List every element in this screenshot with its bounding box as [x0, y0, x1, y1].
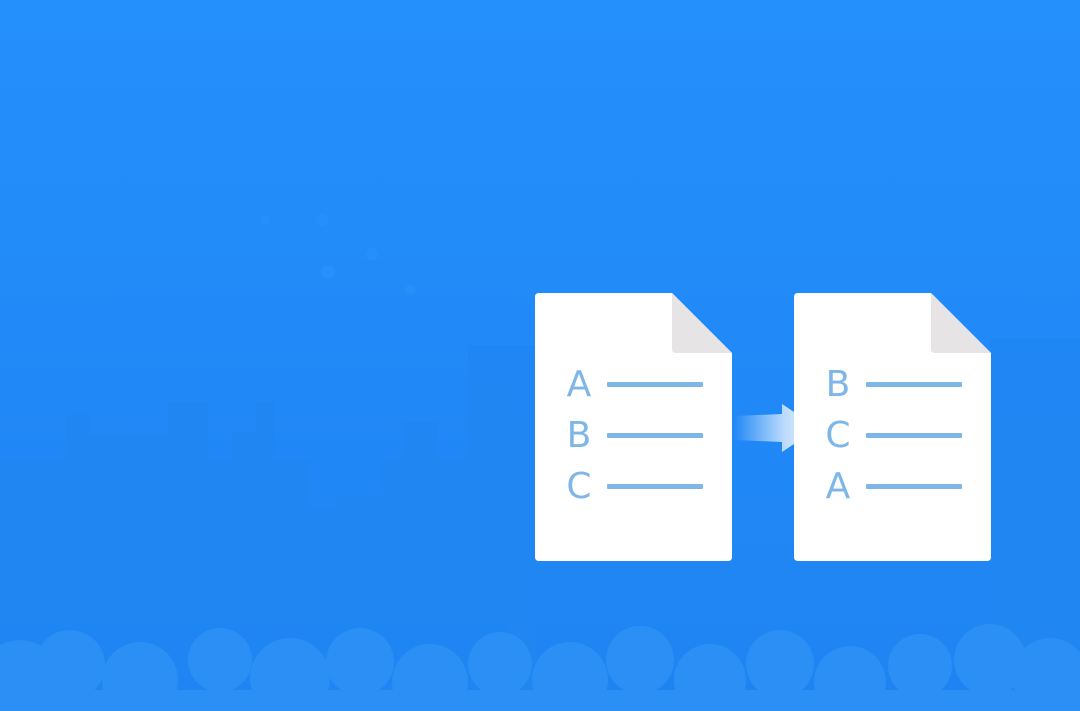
document-before: A B C: [535, 293, 732, 561]
document-row: C: [561, 467, 711, 507]
row-line: [866, 484, 962, 489]
row-line: [866, 382, 962, 387]
document-icon: [535, 293, 732, 561]
row-line: [607, 382, 703, 387]
row-letter: A: [566, 364, 592, 405]
document-row: A: [820, 467, 970, 507]
row-line: [607, 484, 703, 489]
row-letter: C: [825, 415, 851, 456]
sparkle-dots: [260, 214, 415, 295]
document-row: A: [561, 365, 711, 405]
document-row: B: [561, 416, 711, 456]
document-after: B C A: [794, 293, 991, 561]
document-row: B: [820, 365, 970, 405]
row-letter: B: [825, 364, 851, 405]
document-icon: [794, 293, 991, 561]
row-letter: C: [566, 466, 592, 507]
row-letter: B: [566, 415, 592, 456]
cloud-band: [0, 624, 1080, 711]
document-row: C: [820, 416, 970, 456]
row-line: [866, 433, 962, 438]
row-letter: A: [825, 466, 851, 507]
row-line: [607, 433, 703, 438]
